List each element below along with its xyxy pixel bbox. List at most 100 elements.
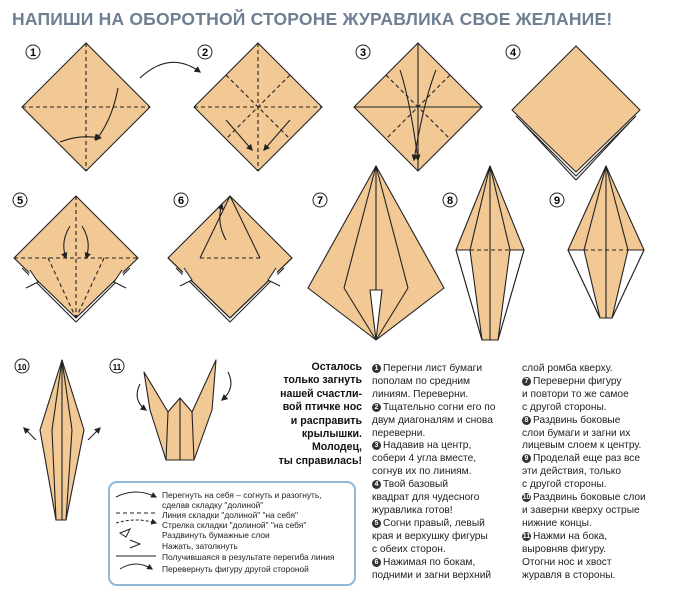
instruction-line: журавлика готов! (372, 505, 517, 518)
instruction-text: согнув их по линиям. (372, 466, 472, 478)
instruction-text: Перегни лист бумаги (383, 363, 483, 374)
instruction-line: двум диагоналям и снова (372, 415, 517, 428)
legend-item: Стрелка складки "долиной" "на себя" (162, 520, 307, 530)
legend-item: Нажать, затолкнуть (162, 541, 238, 551)
step-1-figure (21, 42, 151, 172)
instruction-text: Нажимая по бокам, (383, 556, 476, 568)
instruction-text: подними и загни верхний (372, 569, 492, 581)
instruction-line: переверни. (372, 428, 517, 441)
instruction-line: и повтори то же самое (522, 389, 698, 402)
legend-item: сделав складку "долиной" (162, 500, 264, 510)
instruction-line: с другой стороны. (522, 479, 698, 492)
step-8-figure (455, 165, 525, 341)
instruction-text: лицевым слоем к центру. (522, 440, 642, 452)
step-2-figure (193, 42, 323, 172)
instruction-text: Тщательно согни его по (383, 401, 496, 413)
step-number: 6 (178, 195, 184, 207)
instruction-text: выровняв фигуру. (522, 543, 607, 555)
instruction-text: края и верхушку фигуры (372, 530, 488, 542)
legend-item: Перевернуть фигуру другой стороной (162, 564, 309, 574)
step-5-figure (13, 195, 139, 323)
instruction-step-number: 1 (372, 364, 381, 373)
legend-item: Получившаяся в результате перегиба линия (162, 552, 335, 562)
instruction-step-number: 8 (522, 415, 531, 425)
step-number: 2 (202, 47, 208, 59)
instruction-text: пополам по средним (372, 375, 471, 387)
legend-symbols (115, 491, 158, 570)
instruction-text: и заверни кверху острые (522, 504, 640, 516)
instruction-text: собери 4 угла вместе, (372, 453, 477, 465)
step-number: 9 (554, 195, 560, 207)
step-number-badges: 1 2 3 4 5 6 7 8 9 10 11 (12, 44, 565, 374)
instruction-line: лицевым слоем к центру. (522, 440, 698, 453)
instruction-line: журавля в стороны. (522, 570, 698, 583)
instruction-text: Переверни фигуру (533, 375, 622, 387)
step-number: 3 (360, 47, 366, 59)
instruction-line: с обеих сторон. (372, 544, 517, 557)
instruction-text: и повтори то же самое (522, 388, 629, 400)
instruction-text: слои бумаги и загни их (522, 427, 631, 439)
step-number: 11 (113, 363, 122, 372)
instruction-line: с другой стороны. (522, 402, 698, 415)
instruction-text: слой ромба кверху. (522, 363, 613, 374)
instruction-line: слои бумаги и загни их (522, 428, 698, 441)
legend-item: Линия складки "долиной" "на себя" (162, 510, 298, 520)
instruction-line: нижние концы. (522, 518, 698, 531)
step-number: 1 (30, 47, 36, 59)
step-number: 4 (510, 47, 517, 59)
step-6-figure (167, 195, 293, 323)
instruction-text: линиям. Переверни. (372, 388, 469, 400)
step-9-figure (567, 165, 645, 319)
instruction-step-number: 2 (372, 402, 381, 412)
instruction-text: Проделай еще раз все (533, 453, 641, 465)
instruction-line: слой ромба кверху. (522, 363, 698, 376)
instruction-text: Раздвинь боковые слои (533, 492, 646, 504)
symbol-legend: Перегнуть на себя – согнуть и разогнуть,… (108, 481, 356, 586)
instruction-step-number: 9 (522, 454, 531, 464)
instruction-line: пополам по средним (372, 376, 517, 389)
step-4-figure (511, 45, 641, 181)
instruction-line: и заверни кверху острые (522, 505, 698, 518)
final-message: Осталось только загнуть нашей счастли- в… (278, 361, 362, 467)
page-title: НАПИШИ НА ОБОРОТНОЙ СТОРОНЕ ЖУРАВЛИКА СВ… (12, 9, 613, 29)
step-11-figure (136, 359, 232, 461)
instruction-step-number: 7 (522, 376, 531, 386)
instruction-text: Твой базовый (383, 479, 449, 491)
instruction-line: подними и загни верхний (372, 570, 517, 583)
instruction-text: квадрат для чудесного (372, 492, 480, 504)
instruction-step-number: 10 (522, 493, 531, 503)
instruction-step-number: 5 (372, 518, 381, 528)
instruction-text: Нажми на бока, (533, 530, 608, 542)
step-10-figure (23, 359, 101, 521)
instruction-text: нижние концы. (522, 517, 592, 529)
instruction-text: Надавив на центр, (383, 440, 472, 452)
instruction-line: согнув их по линиям. (372, 466, 517, 479)
instruction-line: эти действия, только (522, 466, 698, 479)
step-number: 7 (317, 195, 323, 207)
step-3-figure (353, 42, 483, 172)
step-number: 5 (17, 195, 23, 207)
instruction-step-number: 3 (372, 441, 381, 451)
legend-item: Раздвинуть бумажные слои (162, 530, 270, 540)
instruction-step-number: 4 (372, 480, 381, 490)
instruction-step-number: 6 (372, 557, 381, 567)
instruction-text: эти действия, только (522, 466, 621, 478)
instruction-text: с другой стороны. (522, 401, 607, 413)
instruction-text: с другой стороны. (522, 479, 607, 491)
instruction-line: собери 4 угла вместе, (372, 453, 517, 466)
step-number: 8 (447, 195, 453, 207)
legend-item: Перегнуть на себя – согнуть и разогнуть, (162, 490, 322, 500)
